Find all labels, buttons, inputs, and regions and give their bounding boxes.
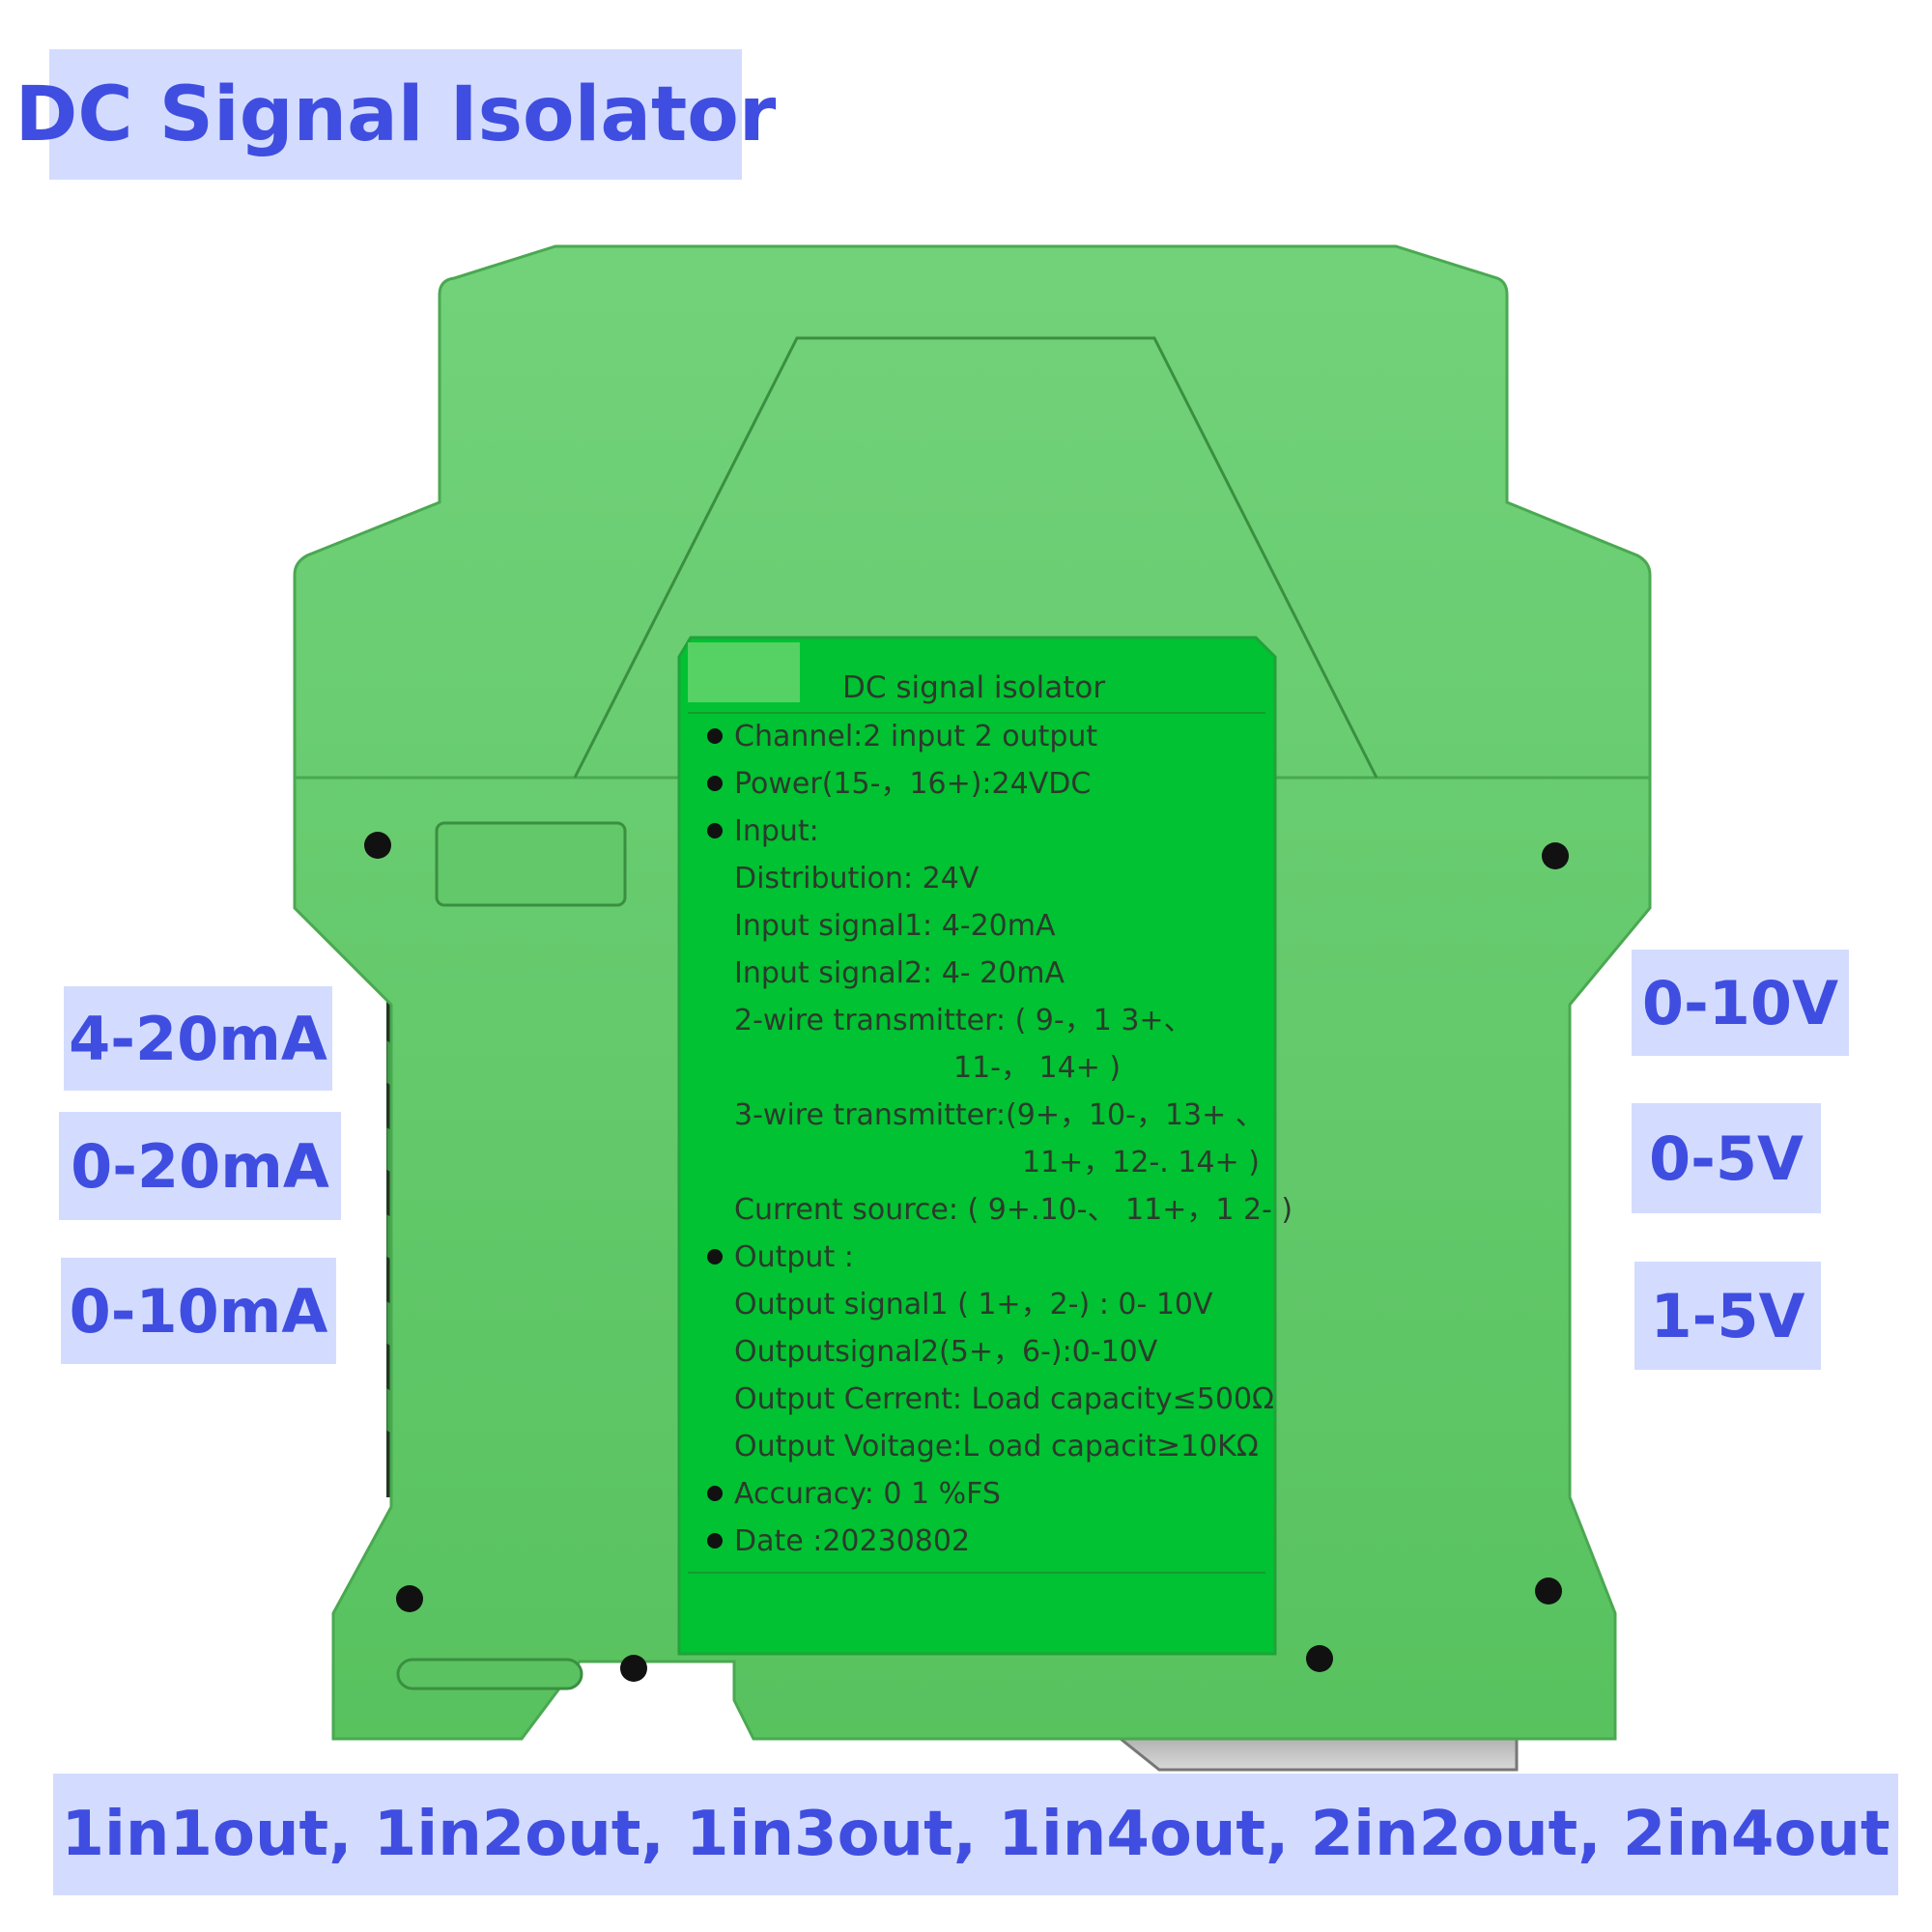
spec-line: 3-wire transmitter:(9+，10-，13+ 、	[734, 1098, 1264, 1132]
label-logo-block	[688, 642, 800, 702]
bottom-slot	[396, 1658, 583, 1690]
label-spec-lines: Channel:2 input 2 outputPower(15-，16+):2…	[707, 720, 1293, 1558]
spec-line: Output :	[734, 1240, 854, 1274]
input-tag-1: 4-20mA	[64, 986, 332, 1091]
title-text: DC Signal Isolator	[14, 71, 777, 158]
top-panel	[573, 336, 1378, 779]
spec-line: Output signal1 ( 1+，2-) : 0- 10V	[734, 1288, 1213, 1321]
title-tag: DC Signal Isolator	[15, 49, 776, 180]
spec-bullet	[707, 823, 723, 838]
output-tag-1: 0-10V	[1632, 950, 1849, 1056]
spec-line: Input signal1: 4-20mA	[734, 909, 1056, 943]
latch-window	[435, 821, 627, 907]
spec-line: Input signal2: 4- 20mA	[734, 956, 1065, 990]
spec-bullet	[707, 1533, 723, 1548]
spec-bullet	[707, 1249, 723, 1264]
mounting-holes	[364, 832, 1569, 1682]
spec-bullet	[707, 728, 723, 744]
spec-line: 2-wire transmitter: ( 9-，1 3+、	[734, 1004, 1193, 1037]
spec-line: Outputsignal2(5+，6-):0-10V	[734, 1335, 1158, 1369]
spec-line: Power(15-，16+):24VDC	[734, 767, 1091, 801]
spec-bullet	[707, 776, 723, 791]
spec-bullet	[707, 1486, 723, 1501]
spec-line: Output Cerrent: Load capacity≤500Ω	[734, 1382, 1274, 1416]
spec-line: 11-， 14+ )	[953, 1051, 1121, 1085]
output-tag-3: 1-5V	[1634, 1262, 1821, 1370]
spec-line: Date :20230802	[734, 1524, 970, 1558]
variants-tag: 1in1out, 1in2out, 1in3out, 1in4out, 2in2…	[53, 1774, 1898, 1895]
spec-line: Current source: ( 9+.10-、 11+，1 2- )	[734, 1193, 1293, 1227]
spec-line: Output Voitage:L oad capacit≥10KΩ	[734, 1430, 1259, 1463]
input-tag-3: 0-10mA	[61, 1258, 336, 1364]
spec-line: Distribution: 24V	[734, 862, 980, 895]
output-tag-1-text: 0-10V	[1641, 967, 1839, 1038]
input-tag-2-text: 0-20mA	[71, 1130, 329, 1202]
spec-line: Accuracy: 0 1 %FS	[734, 1477, 1001, 1511]
variants-text: 1in1out, 1in2out, 1in3out, 1in4out, 2in2…	[61, 1799, 1890, 1870]
input-tag-3-text: 0-10mA	[69, 1275, 328, 1347]
label-heading: DC signal isolator	[842, 670, 1105, 705]
output-tag-3-text: 1-5V	[1650, 1280, 1805, 1351]
spec-line: Channel:2 input 2 output	[734, 720, 1097, 753]
product-label	[677, 636, 1277, 1656]
spec-line: 11+，12-. 14+ )	[1022, 1146, 1260, 1179]
spec-line: Input:	[734, 814, 819, 848]
output-tag-2: 0-5V	[1632, 1103, 1821, 1213]
output-tag-2-text: 0-5V	[1649, 1122, 1804, 1194]
input-tag-2: 0-20mA	[59, 1112, 341, 1220]
input-tag-1-text: 4-20mA	[69, 1003, 327, 1074]
